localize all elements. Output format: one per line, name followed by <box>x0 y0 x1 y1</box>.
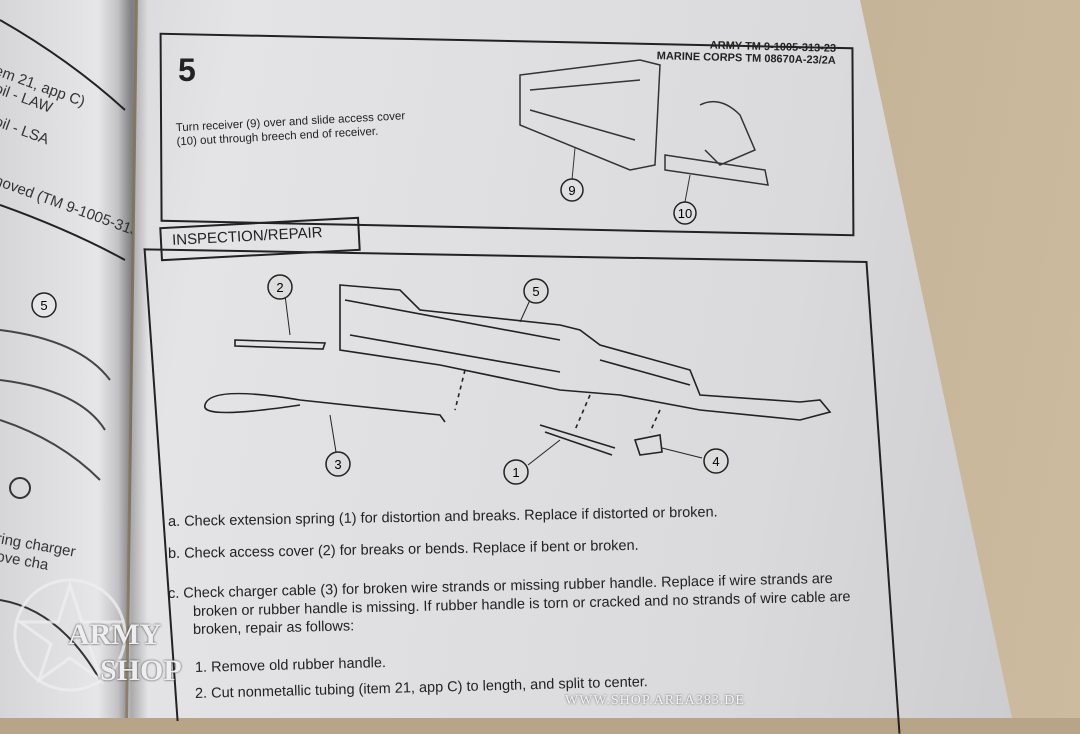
left-callout: 5 <box>40 298 47 313</box>
callout-3: 3 <box>334 457 341 472</box>
army-shop-logo: ARMY SHOP <box>10 570 200 700</box>
left-page-illustration: 5 <box>0 19 126 681</box>
callout-1: 1 <box>512 465 519 480</box>
item-label: a. <box>167 513 181 530</box>
step-illustration: 9 10 <box>519 59 769 225</box>
watermark-url: WWW.SHOP.AREA383.DE <box>565 693 745 708</box>
right-page <box>128 0 1012 718</box>
item-label: b. <box>167 545 181 562</box>
callout-9: 9 <box>568 183 575 198</box>
receiver-illustration: 2 5 3 1 4 <box>204 274 832 485</box>
callout-2: 2 <box>276 280 283 295</box>
star-icon <box>13 578 127 692</box>
book-gutter <box>118 0 148 718</box>
logo-text-shop: SHOP <box>100 654 182 687</box>
logo-text-army: ARMY <box>68 618 162 651</box>
callout-5: 5 <box>532 284 539 299</box>
callout-10: 10 <box>678 206 692 221</box>
callout-4: 4 <box>712 454 719 469</box>
step-number: 5 <box>178 52 196 88</box>
